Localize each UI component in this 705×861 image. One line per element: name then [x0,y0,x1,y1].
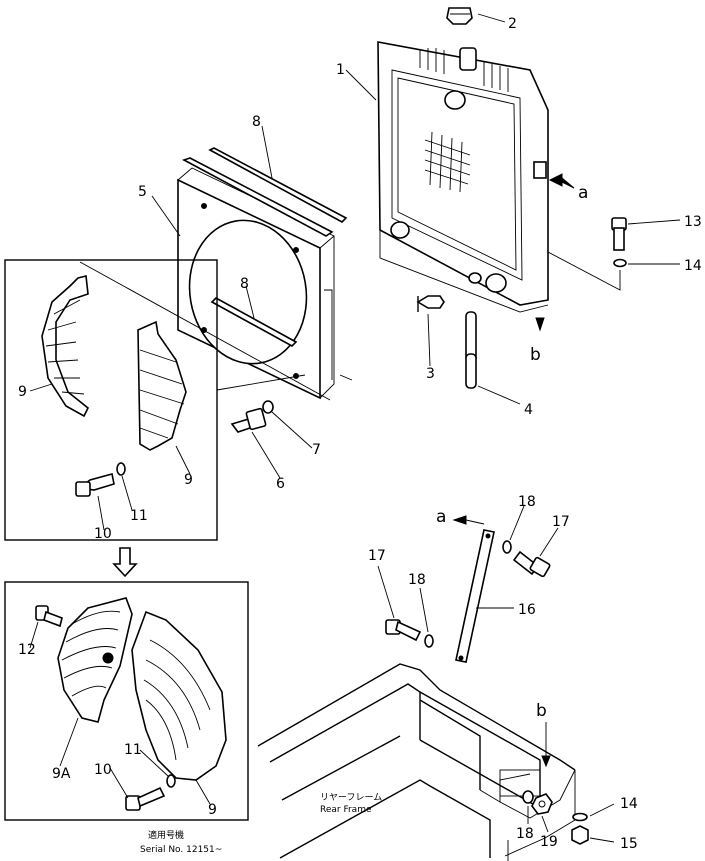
fan-guard-right [137,320,187,451]
callout-13: 13 [684,214,702,230]
arrow-a-upper [548,173,575,189]
bolt-12 [35,605,63,628]
bolt-10-inset [75,473,115,497]
seal-strip-inner [210,297,298,347]
hose [465,311,477,389]
radiator [377,41,549,313]
callout-8-inner: 8 [240,276,249,292]
nut-19 [531,793,553,815]
drain-cock [416,295,445,312]
arrow-b-lower [541,755,551,768]
washer-14-frame [572,812,588,822]
callout-14-upper: 14 [684,258,702,274]
callout-7: 7 [312,442,321,458]
bolt-17-lower [385,619,422,642]
inset-box-serial [4,581,249,821]
callout-2: 2 [508,16,517,32]
callout-16: 16 [518,602,536,618]
bolt-13 [611,217,627,251]
callout-15: 15 [620,836,638,852]
callout-9A: 9A [52,766,71,782]
callout-14-lower: 14 [620,796,638,812]
callout-17-upper: 17 [552,514,570,530]
callout-8-top: 8 [252,114,261,130]
point-b-lower: b [536,701,547,721]
bolt-17-upper [512,550,551,578]
fan-shroud [177,167,335,400]
rear-frame-label-jp: リヤーフレーム [320,792,382,803]
stay-rod [455,529,495,663]
point-a-upper: a [578,183,588,203]
serial-label-en: Serial No. 12151~ [140,845,222,855]
fan-guard-9 [131,610,227,781]
callout-9-lower: 9 [208,802,217,818]
seal-strip-top [181,147,348,237]
leader-lines [29,13,681,861]
washer-7 [262,400,274,414]
callout-1: 1 [336,62,345,78]
point-b-upper: b [530,345,541,365]
callout-6: 6 [276,476,285,492]
arrow-a-lower [452,515,485,525]
callout-10-inset: 10 [94,526,112,542]
callout-10-lower: 10 [94,762,112,778]
washer-18-frame [522,790,534,804]
bolt-10-lower [125,786,166,811]
washer-14 [613,258,627,268]
fan-guard-left [41,275,90,418]
point-a-lower: a [436,507,446,527]
rear-frame [257,663,576,859]
callout-18-upper: 18 [518,494,536,510]
serial-label-jp: 適用号機 [148,829,184,841]
callout-19: 19 [540,834,558,850]
inset-box-guards [4,259,218,541]
washer-18-lower [424,634,434,648]
washer-11-lower [166,774,176,788]
rear-frame-label-en: Rear Frame [320,805,372,815]
callout-18-frame: 18 [516,826,534,842]
callout-9-left: 9 [18,384,27,400]
callout-5: 5 [138,184,147,200]
arrow-b-upper [535,317,545,332]
callout-17-lower: 17 [368,548,386,564]
nut-15 [571,825,589,845]
washer-18-upper [502,540,512,554]
bolt-6 [230,407,267,433]
callout-11-lower: 11 [124,742,142,758]
callout-4: 4 [524,402,533,418]
fan-guard-9A [57,597,133,723]
down-arrow [112,547,138,578]
washer-11-inset [116,462,126,476]
radiator-cap [446,7,473,25]
callout-11-inset: 11 [130,508,148,524]
callout-18-lower: 18 [408,572,426,588]
callout-9-right: 9 [184,472,193,488]
callout-3: 3 [426,366,435,382]
callout-12: 12 [18,642,36,658]
